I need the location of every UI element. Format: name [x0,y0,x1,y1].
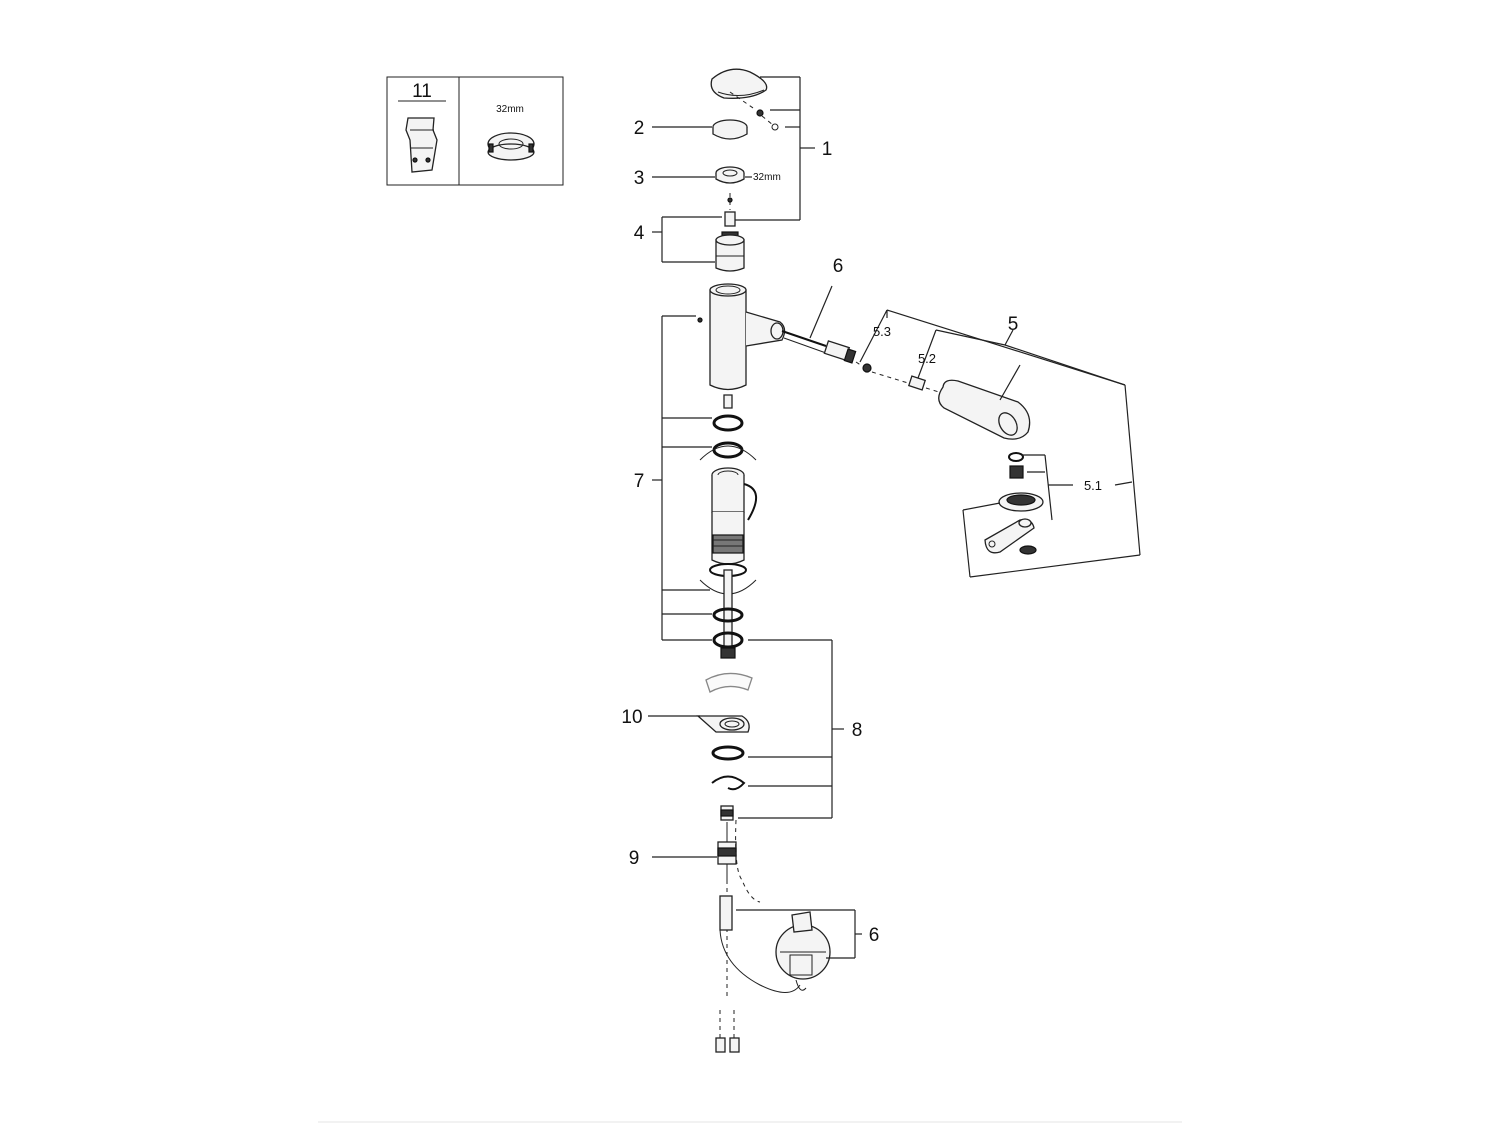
label-part-8: 8 [852,720,863,741]
label-part-7: 7 [634,471,645,492]
supply-hoses-part [715,1010,740,1053]
label-part-5-3: 5.3 [873,324,891,339]
label-part-2: 2 [634,118,645,139]
label-part-5-1: 5.1 [1084,478,1102,493]
nut-size-label: 32mm [753,172,781,183]
label-part-4: 4 [634,223,645,244]
mounting-plate-part [696,715,750,733]
label-part-6-bottom: 6 [869,925,880,946]
cartridge-part [715,193,745,272]
wrench-size-label: 32mm [496,104,524,115]
connector-part [717,822,737,880]
label-part-3: 3 [634,168,645,189]
aerator-set-part [984,452,1044,555]
spray-head-part [855,361,1031,440]
hose-weight-part [719,819,831,1000]
nut-icon [487,132,535,161]
tool-inset-box: 11 32mm [386,76,564,186]
label-part-1: 1 [822,139,833,160]
hose-upper-part [781,330,857,364]
label-part-10: 10 [621,707,642,728]
cap-part [712,119,748,140]
diverter-assembly-part [699,414,757,659]
mounting-set-part [705,672,753,821]
lever-handle-part [710,68,779,131]
tool-sleeve-icon [405,117,438,173]
label-part-6-top: 6 [833,256,844,277]
label-part-5-2: 5.2 [918,351,936,366]
faucet-body-part [697,283,786,409]
nut-32mm-part [715,166,745,184]
label-part-11: 11 [412,81,432,102]
label-part-9: 9 [629,848,640,869]
label-part-5: 5 [1008,314,1019,335]
